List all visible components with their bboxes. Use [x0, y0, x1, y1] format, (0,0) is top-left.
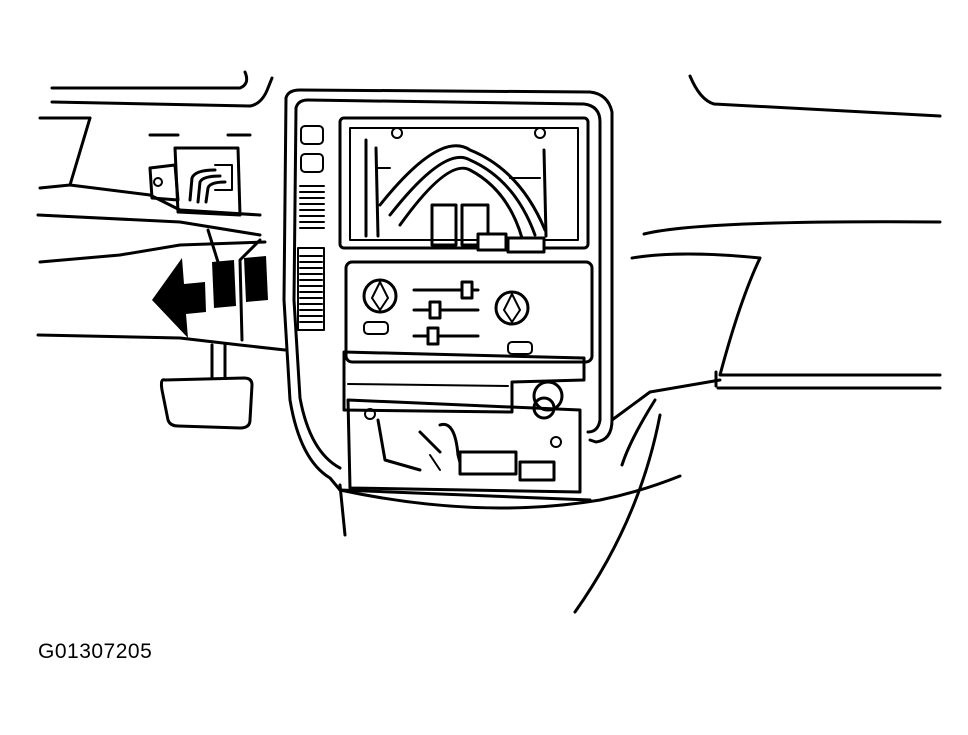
arrow-dash-1	[212, 260, 236, 308]
knob-icon-right	[494, 290, 530, 326]
wiring-harness-loop	[375, 144, 547, 240]
slider-mid	[412, 300, 480, 320]
top-button-2	[300, 153, 324, 173]
side-vent-grille	[297, 247, 325, 331]
pedal-assembly	[159, 228, 262, 430]
top-button-1	[300, 125, 324, 145]
dashboard-left-panel	[36, 70, 287, 352]
left-button-strip	[297, 125, 325, 331]
radio-bracket-right	[460, 203, 490, 247]
slider-icon	[412, 280, 480, 300]
vent-grille-icon	[299, 185, 325, 229]
lower-opening	[346, 398, 582, 494]
radio-bracket-left	[430, 203, 458, 247]
radio-opening	[338, 116, 590, 254]
storage-pocket	[342, 350, 586, 414]
climate-control-panel	[344, 260, 594, 364]
knob-icon	[362, 278, 398, 314]
lighter-knob	[532, 380, 564, 420]
harness-connector-2	[506, 236, 546, 254]
left-arrow-icon	[152, 258, 206, 338]
button-right	[507, 341, 533, 355]
arrow-dash-2	[244, 256, 268, 302]
button-left	[363, 321, 389, 335]
direction-indicator	[152, 256, 268, 338]
slider-bottom	[412, 326, 480, 346]
harness-connector	[476, 232, 508, 252]
figure-id-label: G01307205	[38, 640, 153, 663]
dashboard-right-panel	[338, 74, 942, 614]
center-console-bezel	[282, 88, 614, 537]
wiring-connector-bracket	[148, 146, 242, 217]
